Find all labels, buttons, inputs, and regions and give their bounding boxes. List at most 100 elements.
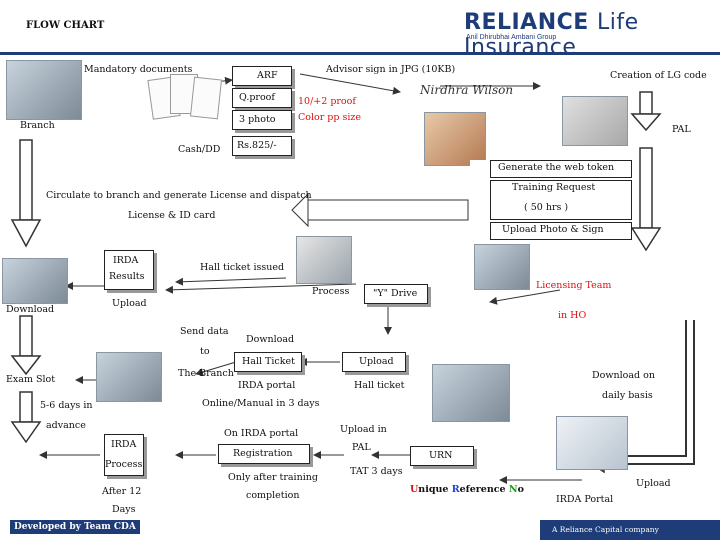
registration-label: Registration [233, 448, 293, 459]
team-meeting-photo [2, 258, 68, 304]
hall-ticket-right-label: Hall ticket [354, 380, 405, 391]
y-drive-label: "Y" Drive [373, 288, 418, 299]
unique-ref-u: U [410, 484, 419, 495]
circulate-line-1: Circulate to branch and generate License… [46, 190, 312, 201]
exam-slot-label: Exam Slot [6, 374, 56, 385]
arf-label: ARF [257, 70, 278, 81]
logo-group: Anil Dhirubhai Ambani Group [466, 34, 557, 41]
qproof-box: Q.proof [232, 88, 292, 108]
online-manual-label: Online/Manual in 3 days [202, 398, 320, 409]
token-line-2: Training Request [512, 182, 596, 193]
page-title: FLOW CHART [26, 20, 105, 31]
unique-ref-1: nique [418, 484, 452, 495]
token-line-box-1 [490, 160, 632, 178]
urn-label: URN [429, 450, 453, 461]
laptop-hands-photo [562, 96, 628, 146]
irda-results-l2: Results [109, 271, 145, 282]
signature-image: Nirdhra Wilson [420, 83, 514, 97]
document-image-3 [189, 76, 223, 120]
pal-top-label: PAL [672, 124, 691, 135]
licensing-team-label: Licensing Team [536, 280, 612, 291]
exam-photo [96, 352, 162, 402]
passport-photo [424, 112, 486, 166]
upload-bottom-right-label: Upload [636, 478, 671, 489]
download-mid-label: Download [246, 334, 295, 345]
advisor-sign-label: Advisor sign in JPG (10KB) [326, 64, 456, 75]
token-group [470, 160, 632, 240]
irda-process-l2: Process [105, 459, 143, 470]
proof-10-label: 10/+2 proof [298, 96, 356, 107]
irda-process-l1: IRDA [111, 439, 137, 450]
branch-label: Branch [20, 120, 55, 131]
photo-box: 3 photo [232, 110, 292, 130]
upload-mid-label: Upload [359, 356, 394, 367]
creation-lg-label: Creation of LG code [610, 70, 707, 81]
irda-portal-bottom-label: IRDA Portal [556, 494, 614, 505]
tat-label: TAT 3 days [350, 466, 403, 477]
only-after-l2: completion [246, 490, 300, 501]
pal-mid-label: PAL [352, 442, 371, 453]
circulate-line-2: License & ID card [128, 210, 216, 221]
unique-ref-2: eference [459, 484, 509, 495]
unique-ref-n: N [508, 484, 518, 495]
irda-results-l1: IRDA [113, 255, 139, 266]
logo-life: Life Insurance [464, 10, 639, 60]
after-12-l2: Days [112, 504, 136, 515]
days-l2: advance [46, 420, 86, 431]
upload-office-photo [432, 364, 510, 422]
unique-ref-label: Unique Reference No [410, 484, 524, 496]
irda-portal-mid-label: IRDA portal [238, 380, 296, 391]
hall-ticket-mid-label: Hall Ticket [242, 356, 295, 367]
after-12-l1: After 12 [102, 486, 142, 497]
token-line-4: Upload Photo & Sign [502, 224, 604, 235]
download-on-l2: daily basis [602, 390, 653, 401]
fee-box: Rs.825/- [232, 136, 292, 156]
process-label: Process [312, 286, 350, 297]
arf-box: ARF [232, 66, 292, 86]
registration-box: Registration [218, 444, 310, 464]
left-arrow-token [291, 192, 469, 228]
on-irda-portal-label: On IRDA portal [224, 428, 299, 439]
download-on-l1: Download on [592, 370, 655, 381]
reliance-logo: RELIANCE Life Insurance Anil Dhirubhai A… [464, 10, 710, 60]
days-l1: 5-6 days in [40, 400, 93, 411]
upload-in-label: Upload in [340, 424, 387, 435]
only-after-l1: Only after training [228, 472, 318, 483]
send-data-l1: Send data [180, 326, 229, 337]
token-line-box-2 [490, 180, 632, 220]
irda-results-box: IRDA Results [104, 250, 154, 290]
cash-dd-label: Cash/DD [178, 144, 221, 155]
token-line-box-3 [490, 222, 632, 240]
photo-label: 3 photo [239, 114, 276, 125]
irda-portal-screenshot [556, 416, 628, 470]
color-pp-label: Color pp size [298, 112, 362, 123]
token-line-3: ( 50 hrs ) [524, 202, 569, 213]
irda-process-box: IRDA Process [104, 434, 144, 476]
upload-mid-box: Upload [342, 352, 406, 372]
logo-wordmark: RELIANCE Life Insurance [464, 10, 710, 60]
hall-ticket-issued-label: Hall ticket issued [200, 262, 285, 273]
right-down-arrow-2 [630, 147, 662, 252]
hall-ticket-box: Hall Ticket [234, 352, 302, 372]
unique-ref-3: o [517, 484, 524, 495]
download-computer-photo [296, 236, 352, 284]
y-drive-box: "Y" Drive [364, 284, 428, 304]
send-data-l2: to [200, 346, 210, 357]
fee-label: Rs.825/- [237, 140, 277, 151]
footer-developed-by: Developed by Team CDA [10, 520, 140, 534]
send-data-l3: The Branch [178, 368, 234, 379]
branch-office-photo [6, 60, 82, 120]
in-ho-label: in HO [558, 310, 587, 321]
left-down-arrow-2 [10, 315, 42, 376]
download-left-label: Download [6, 304, 55, 315]
unique-ref-r: R [451, 484, 460, 495]
upload-left-label: Upload [112, 298, 147, 309]
logo-brand: RELIANCE [464, 10, 589, 35]
left-down-arrow-3 [10, 391, 42, 444]
left-down-arrow-1 [10, 139, 42, 248]
footer-company: A Reliance Capital company [540, 520, 720, 540]
right-down-arrow-1 [630, 91, 662, 132]
licensing-team-photo [474, 244, 530, 290]
